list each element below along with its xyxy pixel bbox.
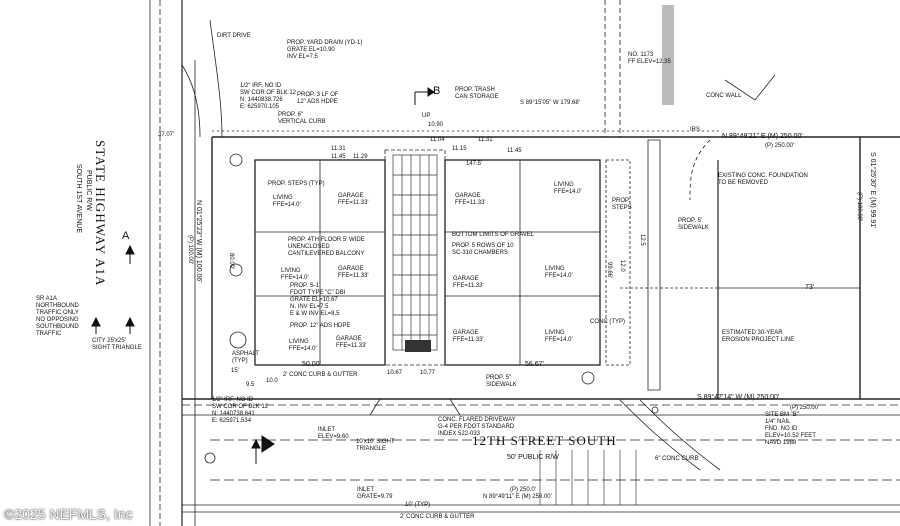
label-dim100: 10.0: [266, 378, 278, 384]
section-b-marker: B: [433, 85, 441, 97]
label-garage-tl: GARAGE FFE=11.33': [338, 193, 369, 206]
label-trash-storage: PROP. TRASH CAN STORAGE: [455, 87, 499, 100]
label-east-plat: (P) 100.00': [856, 192, 862, 222]
label-curb-gutter: 2' CONC CURB & GUTTER: [283, 372, 358, 378]
label-dim1090: 10.90: [428, 122, 444, 128]
label-no1173: NO. 1173 FF ELEV=12.35: [628, 52, 671, 65]
dune-hatch: [662, 5, 674, 105]
label-south-bearing: S 89°47'14" W (M) 250.00': [697, 394, 780, 401]
label-typ10: 10' (TYP): [405, 502, 431, 508]
label-gravel: BOTTOM LIMITS OF GRAVEL: [452, 232, 535, 238]
label-garage-bl: GARAGE FFE=11.33': [336, 336, 367, 349]
label-asphalt: ASPHALT (TYP): [232, 351, 259, 364]
label-north-plat: (P) 250.00': [765, 143, 795, 149]
label-vertical-curb: PROP. 6" VERTICAL CURB: [278, 112, 326, 125]
label-dim1115: 11.15: [452, 146, 467, 152]
label-irf-top: 1/2" IRF, NO ID SW COR OF BLK 12 N: 1440…: [240, 83, 297, 110]
street-row: 50' PUBLIC R/W: [507, 454, 559, 461]
highway-alt2: PUBLIC R/W: [85, 170, 92, 211]
building-right: [444, 159, 601, 366]
copyright-watermark: ©2025 NEFMLS, Inc: [4, 506, 133, 522]
label-dim95: 9.5: [246, 382, 255, 388]
label-garage-mr: GARAGE FFE=11.33': [453, 276, 484, 289]
label-existing-foundation: EXISTING CONC. FOUNDATION TO BE REMOVED: [718, 173, 808, 186]
highway-alt1: SOUTH 1ST AVENUE: [75, 164, 82, 233]
label-hdpe3: PROP. 3 LF OF 12" ADS HDPE: [297, 92, 339, 105]
s1-inlet-structure: [405, 340, 431, 352]
section-a-marker: A: [122, 230, 130, 242]
label-steps-right: PROP. STEPS: [612, 198, 632, 211]
label-irs: IRS: [690, 127, 701, 133]
label-dim3707: 37.07': [158, 132, 175, 138]
label-bottom-plat: (P) 250.0': [510, 487, 536, 493]
label-dim15: 15': [231, 368, 239, 374]
label-bearing-top: S 89°15'05" W 179.68': [520, 100, 580, 106]
label-conc-wall: CONC WALL: [706, 93, 742, 99]
label-west-bearing: N 01°25'23" W (M) 100.06': [195, 200, 202, 283]
label-balcony: PROP. 4TH FLOOR 5' WIDE UNENCLOSED CANTI…: [288, 237, 365, 257]
label-north-bearing: N 89°49'21" E (M) 250.00': [722, 133, 803, 140]
label-yard-drain: PROP. YARD DRAIN (YD-1) GRATE EL=10.90 I…: [287, 40, 363, 60]
label-dim9966: 99.66': [606, 262, 612, 279]
label-dim80: 80.00': [228, 253, 234, 270]
label-living-tr: LIVING FFE=14.0': [554, 182, 582, 195]
label-erosion: ESTIMATED 30-YEAR EROSION PROJECT LINE: [722, 330, 795, 343]
label-garage-tr: GARAGE FFE=11.33': [455, 193, 486, 206]
label-dim1067: 10.67: [387, 370, 403, 376]
label-sight-triangle: 10'x10' SIGHT TRIANGLE: [356, 439, 395, 452]
label-curb-bottom: 2' CONC CURB & GUTTER: [400, 514, 475, 520]
label-living-bl: LIVING FFE=14.0': [289, 339, 317, 352]
label-west-plat: (P) 100.00': [187, 235, 193, 265]
label-bottom-bearing: N 89°49'11" E (M) 250.00': [483, 494, 552, 500]
label-dim1129: 11.29: [353, 154, 368, 160]
label-dim125: 12.5: [639, 234, 645, 246]
street-name: 12TH STREET SOUTH: [472, 433, 617, 448]
label-south-plat: (P) 250.00': [790, 405, 820, 411]
label-site-bm: SITE BM "B" 1/4" NAIL FND. NO ID ELEV=10…: [765, 412, 816, 446]
label-conc-curb6: 6" CONC CURB: [655, 456, 699, 462]
label-sr-a1a: SR A1A NORTHBOUND TRAFFIC ONLY NO OPPOSI…: [36, 296, 79, 337]
label-living-ml: LIVING FFE=14.0': [281, 268, 309, 281]
label-city-sight: CITY 25'x25' SIGHT TRIANGLE: [92, 338, 142, 351]
label-garage-br: GARAGE FFE=11.33': [453, 330, 484, 343]
label-dim1077: 10.77: [420, 370, 436, 376]
label-dim1104: 11.04: [430, 137, 445, 143]
highway-name: STATE HIGHWAY A1A: [93, 140, 108, 287]
label-dim1131b: 11.31: [478, 137, 493, 143]
label-ads12: PROP. 12" ADS HDPE: [290, 323, 351, 329]
label-dim73: 73': [805, 284, 815, 291]
label-inlet1: INLET ELEV=9.60: [318, 427, 349, 440]
label-dim1145: 11.45: [331, 154, 346, 160]
label-east-bearing: S 01°25'30" E (M) 99.91': [869, 152, 876, 229]
label-dim1475: 147.5': [466, 161, 483, 167]
label-inlet2: INLET GRATE=9.79: [357, 487, 393, 500]
label-dim12: 12.0: [619, 260, 625, 272]
label-living-mr: LIVING FFE=14.0': [545, 266, 573, 279]
label-dim50: 50.00': [302, 361, 321, 368]
label-dim5667: 56.67': [525, 361, 544, 368]
label-flared-driveway: CONC. FLARED DRIVEWAY G-4 PER FDOT STAND…: [438, 417, 516, 437]
label-dirt-drive: DIRT DRIVE: [217, 33, 251, 39]
label-chambers: PROP. 5 ROWS OF 10 SC-310 CHAMBERS: [452, 243, 514, 256]
label-dim1131a: 11.31: [331, 146, 346, 152]
chamber-grid: [392, 154, 438, 351]
label-sidewalk-right: PROP. 5' SIDEWALK: [678, 218, 709, 231]
label-living-tl: LIVING FFE=14.0': [273, 195, 301, 208]
label-steps-typ: PROP. STEPS (TYP): [268, 181, 325, 187]
label-living-br: LIVING FFE=14.0': [545, 330, 573, 343]
label-s1: PROP. S-1 FDOT TYPE "C" DBI GRATE EL=10.…: [290, 283, 346, 317]
label-dim1145b: 11.45: [507, 148, 522, 154]
label-irf-bottom: 1/2" IRF, NO ID SW COR OF BLK 12 N: 1440…: [212, 397, 269, 424]
label-sidewalk-bottom: PROP. 5" SIDEWALK: [486, 375, 517, 388]
label-garage-ml: GARAGE FFE=11.33': [338, 266, 369, 279]
label-conc-typ: CONC (TYP): [590, 319, 625, 325]
label-up: UP: [422, 113, 431, 119]
